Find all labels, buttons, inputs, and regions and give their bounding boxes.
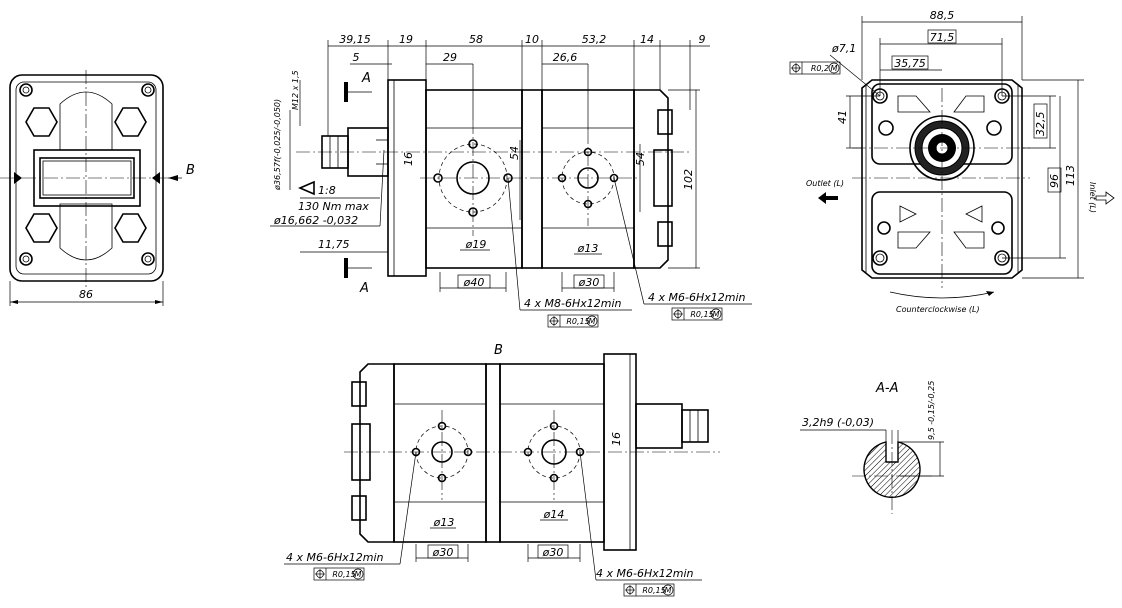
half-span-dim: 35,75 [894,57,926,70]
height-102-dim: 102 [682,169,695,190]
vertical-96-dim: 96 [1048,174,1061,188]
dim-10: 10 [525,33,539,46]
vertical-41-dim: 41 [836,110,849,124]
section-view: A-A 3,2h9 (-0,03) 9,5 -0,15/-0,25 [800,381,944,514]
bottom-key-dim: 16 [610,432,623,446]
bottom-port2-box-dia: ø30 [542,546,564,559]
vertical-113-dim: 113 [1064,165,1077,186]
bottom-view-title: B [494,343,503,358]
rear-tolerance: R0,2 [811,64,829,73]
outlet-label: Outlet (L) [806,179,844,188]
port1-small-dia: ø19 [465,238,487,251]
inlet-label: Inlet (L) [1088,182,1097,213]
rear-view: 88,5 71,5 35,75 ø7,1 R0,2 41 32,5 96 113… [789,9,1115,314]
view-arrow-b: B [186,163,195,178]
key-height-dim: 9,5 -0,15/-0,25 [927,381,936,440]
section-marker-top: A [361,71,371,86]
dim-5: 5 [353,51,360,64]
side-view: 39,15 19 58 10 53,2 14 9 5 29 26,6 A A M… [270,33,752,328]
dim-29: 29 [443,51,457,64]
dim-9: 9 [699,33,706,46]
hole-diameter-dim: ø7,1 [831,42,856,55]
bottom-port1-small-dia: ø13 [433,516,455,529]
port2-height-dim: 54 [634,152,647,166]
dim-19: 19 [399,33,413,46]
bottom-callout-2: 4 x M6-6Hx12min [596,567,694,580]
bottom-port2-small-dia: ø14 [543,508,565,521]
bolt-span-dim: 71,5 [930,31,955,44]
front-view: 86 B [0,70,195,306]
front-width-dim: 86 [79,288,93,301]
rotation-label: Counterclockwise (L) [896,305,980,314]
dim-53-2: 53,2 [582,33,607,46]
callout-m8: 4 x M8-6Hx12min [524,297,622,310]
bottom-view: B [284,343,720,597]
section-marker-bottom: A [359,281,369,296]
taper-dim: 1:8 [318,184,336,197]
port1-height-dim: 54 [508,146,521,160]
port2-box-dia: ø30 [578,276,600,289]
dim-58: 58 [469,33,483,46]
dim-26-6: 26,6 [553,51,578,64]
tolerance-1: R0,15 [566,317,589,326]
key-dim: 16 [402,152,415,166]
tolerance-2: R0,15 [690,310,713,319]
dim-39-15: 39,15 [339,33,371,46]
bottom-callout-1: 4 x M6-6Hx12min [286,551,384,564]
rear-width-dim: 88,5 [930,9,955,22]
callout-m6: 4 x M6-6Hx12min [648,291,746,304]
section-title: A-A [875,381,898,396]
thread-dim: M12 x 1,5 [291,70,300,110]
bottom-port1-box-dia: ø30 [432,546,454,559]
port1-box-dia: ø40 [463,276,485,289]
bottom-tolerance-1: R0,15 [332,570,355,579]
port2-small-dia: ø13 [577,242,599,255]
vertical-32-5-dim: 32,5 [1034,112,1047,137]
key-width-dim: 3,2h9 (-0,03) [802,416,874,429]
shaft-diameter2-dim: ø16,662 -0,032 [273,214,358,227]
offset-dim: 11,75 [318,238,350,251]
dim-14: 14 [640,33,654,46]
shaft-diameter-dim: ø36,57f(-0,025/-0,050) [273,99,282,191]
bottom-tolerance-2: R0,15 [642,586,665,595]
torque-label: 130 Nm max [298,200,369,213]
